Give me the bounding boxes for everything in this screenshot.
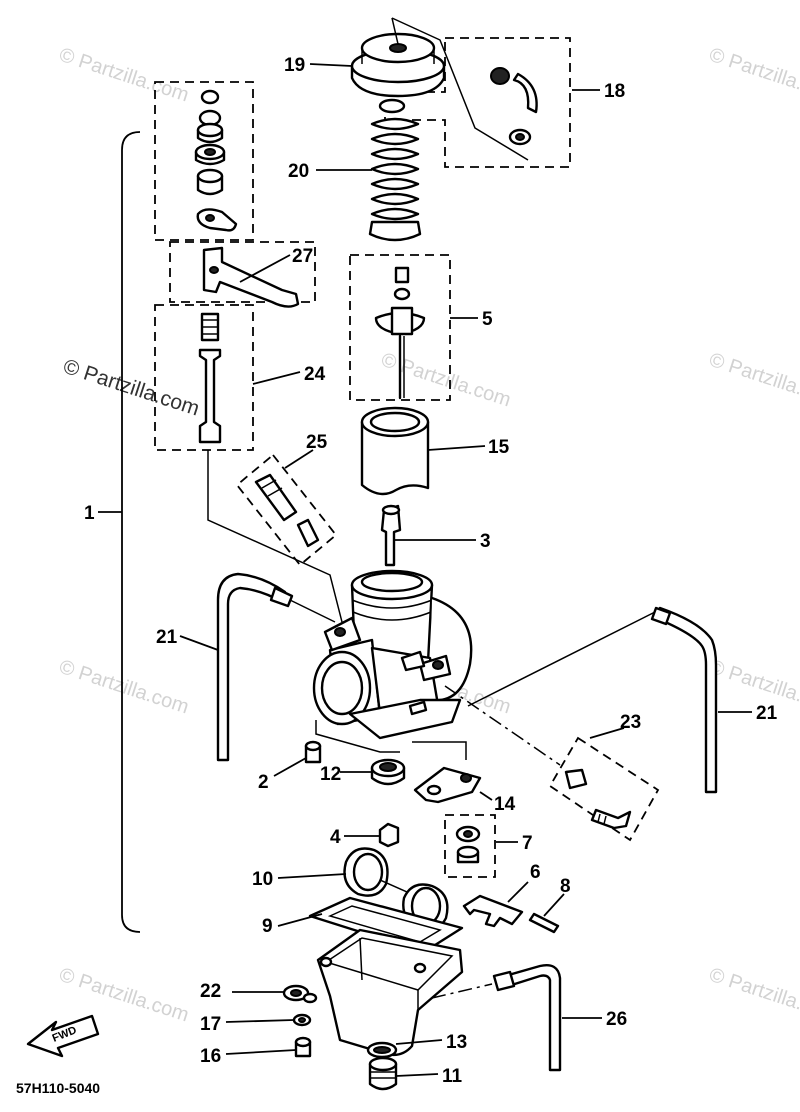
part-11-plug-bolt [368, 1056, 398, 1091]
part-22-washer [282, 984, 318, 1004]
callout-1: 1 [84, 503, 95, 524]
part-21-vent-tube-left [216, 572, 294, 762]
guide-line [467, 611, 656, 707]
guide-line [431, 983, 493, 999]
group-box-27 [169, 241, 316, 303]
adjuster-stack [194, 89, 238, 232]
clip-ring [378, 98, 406, 114]
guide-line [391, 17, 529, 161]
part-5-jet-needle [374, 266, 426, 400]
group-box-7 [444, 814, 496, 878]
group-box-25 [235, 453, 338, 567]
part-7-main-jet [455, 825, 481, 864]
part-12-nut [370, 758, 406, 786]
callout-27: 27 [292, 246, 313, 267]
callout-23: 23 [620, 712, 641, 733]
callout-4: 4 [330, 827, 341, 848]
callout-24: 24 [304, 364, 326, 385]
guide-line [412, 741, 467, 760]
part-15-throttle-valve [360, 406, 430, 496]
part-14-float-bracket [413, 766, 482, 804]
part-24-starter-plunger [198, 312, 222, 444]
callout-17: 17 [200, 1014, 221, 1035]
callout-13: 13 [446, 1032, 467, 1053]
fwd-direction-arrow: FWD [26, 1014, 100, 1058]
watermark: © Partzilla.com [378, 349, 513, 412]
group-box-24 [154, 304, 254, 451]
watermark: © Partzilla.com [706, 656, 800, 719]
watermark: © Partzilla.com [706, 349, 800, 412]
part-6-clip [462, 894, 524, 928]
part-3-needle-jet [380, 504, 402, 567]
part-17-o-ring [292, 1013, 312, 1027]
group-box-23 [548, 736, 660, 842]
callout-7: 7 [522, 833, 533, 854]
watermarks: © Partzilla.com © Partzilla.com © Partzi… [56, 44, 800, 1027]
part-13-o-ring [366, 1041, 398, 1059]
callout-5: 5 [482, 309, 493, 330]
callout-3: 3 [480, 531, 491, 552]
assembly-bracket [121, 131, 141, 933]
callout-18: 18 [604, 81, 625, 102]
part-18-cable-elbow [490, 67, 538, 146]
part-20-throttle-spring [368, 117, 422, 242]
part-23-air-screw [564, 768, 632, 830]
watermark: © Partzilla.com [706, 964, 800, 1027]
callout-11: 11 [442, 1066, 463, 1087]
diagram-code: 57H110-5040 [16, 1080, 100, 1096]
callout-16: 16 [200, 1046, 221, 1067]
leader-lines [179, 63, 752, 1077]
callout-21-right: 21 [756, 703, 778, 724]
callout-26: 26 [606, 1009, 627, 1030]
callout-15: 15 [488, 437, 510, 458]
guide-line [444, 685, 561, 766]
part-4-nut [378, 822, 400, 848]
callout-8: 8 [560, 876, 571, 897]
part-27-starter-lever [202, 246, 300, 308]
carburetor-body [312, 569, 473, 740]
group-box-5 [349, 254, 451, 401]
guide-line [289, 599, 336, 623]
part-21-vent-tube-right [650, 606, 718, 794]
callout-14: 14 [494, 794, 516, 815]
guide-line [315, 720, 400, 753]
part-26-drain-tube [492, 964, 562, 1072]
watermark: © Partzilla.com [56, 44, 191, 107]
callout-22: 22 [200, 981, 221, 1002]
callout-labels: 19 18 20 27 5 24 25 15 1 3 21 21 23 2 12… [84, 55, 778, 1087]
watermark: © Partzilla.com [56, 964, 191, 1027]
callout-19: 19 [284, 55, 305, 76]
callout-12: 12 [320, 764, 341, 785]
group-box-left-top [154, 81, 254, 241]
watermark-prominent: © Partzilla.com [60, 355, 202, 421]
part-2-screw [304, 740, 322, 764]
callout-21-left: 21 [156, 627, 178, 648]
part-8-float-pin [528, 912, 560, 934]
callout-20: 20 [288, 161, 309, 182]
callout-25: 25 [306, 432, 328, 453]
guide-line [207, 450, 343, 623]
callout-2: 2 [258, 772, 269, 793]
float-bowl [316, 928, 464, 1057]
callout-6: 6 [530, 862, 541, 883]
watermark: © Partzilla.com [706, 44, 800, 107]
part-16-drain-screw [294, 1036, 312, 1058]
group-box-18 [384, 37, 571, 168]
part-19-top-cap [350, 17, 446, 98]
part-25-pilot-screw [254, 473, 320, 548]
watermark: © Partzilla.com [56, 656, 191, 719]
callout-9: 9 [262, 916, 273, 937]
callout-10: 10 [252, 869, 273, 890]
